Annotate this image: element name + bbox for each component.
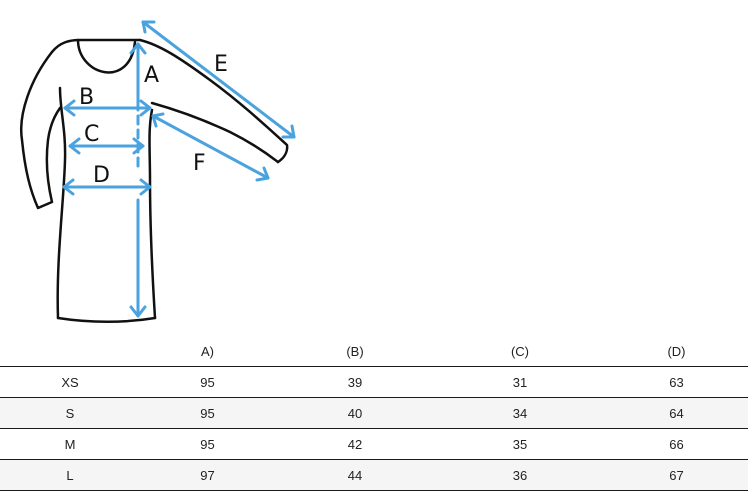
cell-b: 42	[275, 428, 435, 460]
label-d: D	[93, 163, 110, 188]
table-row: XS 95 39 31 63	[0, 366, 748, 398]
cell-b: 40	[275, 397, 435, 429]
header-b: (B)	[346, 343, 364, 359]
header-c: (C)	[510, 343, 530, 359]
cell-c: 36	[435, 459, 605, 491]
cell-size: XS	[0, 366, 140, 398]
label-e: E	[214, 52, 228, 77]
cell-d: 64	[605, 397, 748, 429]
size-chart-table: A) (B) (C) (D) XS 95 39 31 63 S 95 40 34…	[0, 336, 748, 491]
cell-a: 95	[140, 366, 275, 398]
table-row: S 95 40 34 64	[0, 397, 748, 429]
cell-size: L	[0, 459, 140, 491]
cell-d: 66	[605, 428, 748, 460]
label-b: B	[79, 85, 94, 110]
header-a: A)	[201, 343, 214, 359]
header-d: (D)	[667, 343, 686, 359]
table-header-row: A) (B) (C) (D)	[0, 336, 748, 367]
cell-c: 34	[435, 397, 605, 429]
label-c: C	[84, 122, 99, 147]
cell-a: 95	[140, 397, 275, 429]
cell-size: M	[0, 428, 140, 460]
dress-measurement-diagram: A B C D E F	[0, 0, 310, 330]
label-a: A	[144, 63, 159, 88]
cell-c: 35	[435, 428, 605, 460]
dress-outline-icon: A B C D E F	[20, 20, 296, 323]
cell-b: 39	[275, 366, 435, 398]
cell-b: 44	[275, 459, 435, 491]
label-f: F	[193, 151, 206, 176]
header-size	[0, 336, 140, 367]
cell-d: 63	[605, 366, 748, 398]
cell-d: 67	[605, 459, 748, 491]
cell-a: 95	[140, 428, 275, 460]
cell-size: S	[0, 397, 140, 429]
cell-a: 97	[140, 459, 275, 491]
table-row: L 97 44 36 67	[0, 459, 748, 491]
table-row: M 95 42 35 66	[0, 428, 748, 460]
cell-c: 31	[435, 366, 605, 398]
